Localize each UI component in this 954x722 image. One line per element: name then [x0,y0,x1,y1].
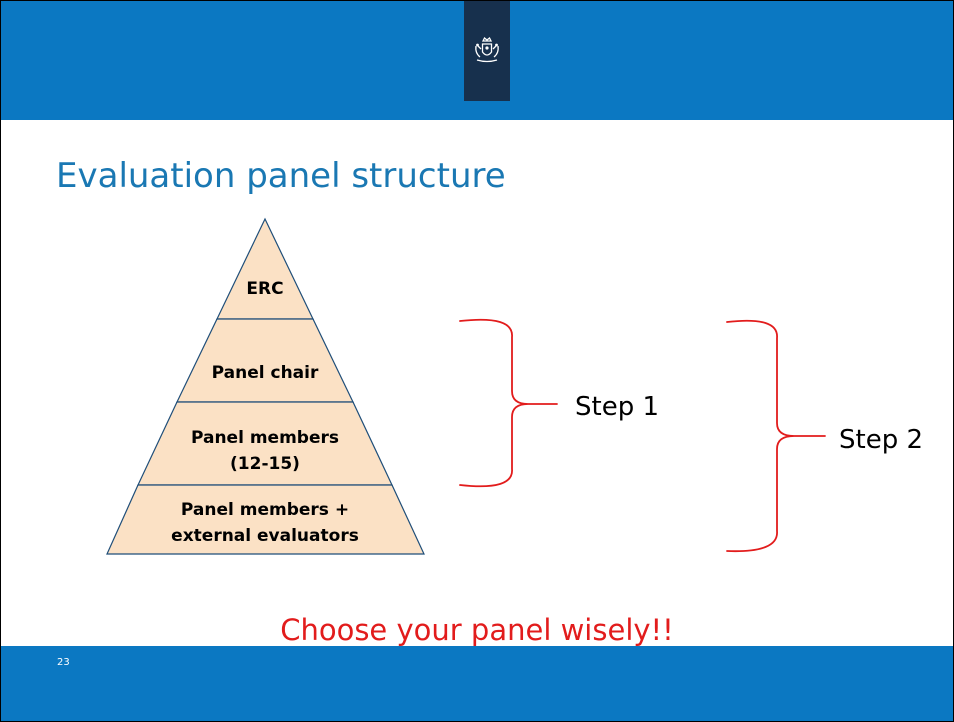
tier-label-panel-members-count: (12-15) [230,454,300,474]
tagline: Choose your panel wisely!! [280,613,674,647]
footer-band: 23 [1,646,953,721]
logo-banner [464,1,510,101]
page-number: 23 [57,657,70,668]
slide-title: Evaluation panel structure [56,156,506,196]
pyramid: ERC Panel chair Panel members (12-15) Pa… [106,217,425,555]
panel-structure-diagram: ERC Panel chair Panel members (12-15) Pa… [106,217,923,555]
tier-label-external-line1: Panel members + [181,500,349,520]
step-2-brace [726,319,826,553]
step-1-label: Step 1 [575,392,659,422]
tier-label-panel-chair: Panel chair [212,363,319,383]
coat-of-arms-icon [475,36,499,63]
tier-label-panel-members: Panel members [191,428,339,448]
pyramid-tier-panel-chair [176,318,354,403]
pyramid-tier-external [106,484,425,555]
tier-label-external-line2: external evaluators [171,526,359,546]
step-2-label: Step 2 [839,425,923,455]
tier-label-erc: ERC [246,279,283,299]
pyramid-tier-erc [216,217,314,320]
step-1-brace [459,318,558,488]
